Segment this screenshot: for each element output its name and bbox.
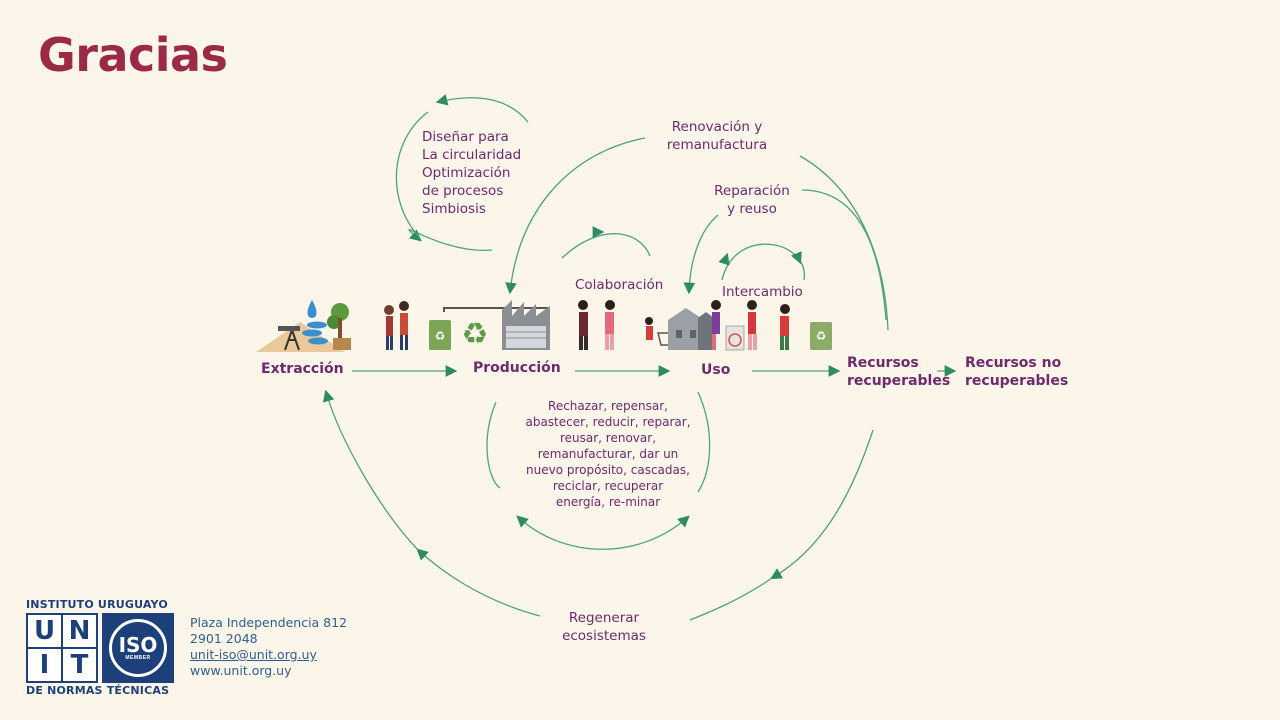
svg-text:♻: ♻ (816, 329, 827, 343)
label-disenar: Diseñar para La circularidad Optimizació… (422, 129, 522, 217)
logo-letter: T (63, 649, 96, 681)
arrow-acciones-loop (486, 401, 501, 489)
use-illustration: ♻ (578, 300, 832, 351)
arrow-regenerar-left (416, 548, 541, 617)
contact-phone: 2901 2048 (190, 631, 258, 646)
label-intercambio: Intercambio (722, 284, 803, 300)
extraction-illustration (256, 300, 351, 352)
arrow-disenar-loop-left (408, 229, 493, 252)
contact-web[interactable]: www.unit.org.uy (190, 663, 292, 678)
unit-letters: U N I T (26, 613, 98, 683)
logo-letter: U (28, 615, 61, 647)
arrow-renovacion (505, 137, 646, 295)
arrow-reparacion (683, 214, 719, 295)
label-regenerar: Regenerar ecosistemas (562, 610, 646, 644)
label-renovacion: Renovación y remanufactura (666, 119, 768, 153)
label-reparacion: Reparación y reuso (714, 183, 790, 217)
contact-address: Plaza Independencia 812 (190, 615, 348, 630)
logo-top-text: INSTITUTO URUGUAYO (26, 598, 168, 611)
production-illustration: ♻ ♻ (384, 300, 550, 352)
logo-bottom-text: DE NORMAS TÉCNICAS (26, 684, 170, 697)
label-colaboracion: Colaboración (575, 277, 664, 293)
iso-member-badge: ISO MEMBER (102, 613, 174, 683)
stage-produccion: Producción (473, 360, 561, 376)
arrow-intercambio (721, 243, 805, 281)
contact-info: Plaza Independencia 812 2901 2048 unit-i… (190, 615, 347, 679)
stage-recursos-no-recuperables: Recursos no recuperables (965, 355, 1069, 389)
label-acciones: Rechazar, repensar, abastecer, reducir, … (525, 399, 691, 509)
stage-extraccion: Extracción (261, 361, 344, 377)
arrow-regenerar-right (769, 429, 874, 580)
contact-email-link[interactable]: unit-iso@unit.org.uy (190, 647, 317, 662)
member-text: MEMBER (125, 655, 151, 661)
svg-text:♻: ♻ (462, 317, 489, 352)
svg-text:♻: ♻ (435, 329, 446, 343)
page-title: Gracias (38, 28, 228, 82)
stage-recursos-recuperables: Recursos recuperables (847, 355, 951, 389)
unit-iso-logo: INSTITUTO URUGUAYO U N I T ISO MEMBER DE… (26, 598, 180, 697)
logo-letter: I (28, 649, 61, 681)
arrow-colaboracion (561, 233, 651, 259)
iso-text: ISO (118, 633, 158, 657)
stage-uso: Uso (701, 362, 731, 378)
logo-letter: N (63, 615, 96, 647)
arrow-disenar-loop-top (435, 94, 529, 123)
